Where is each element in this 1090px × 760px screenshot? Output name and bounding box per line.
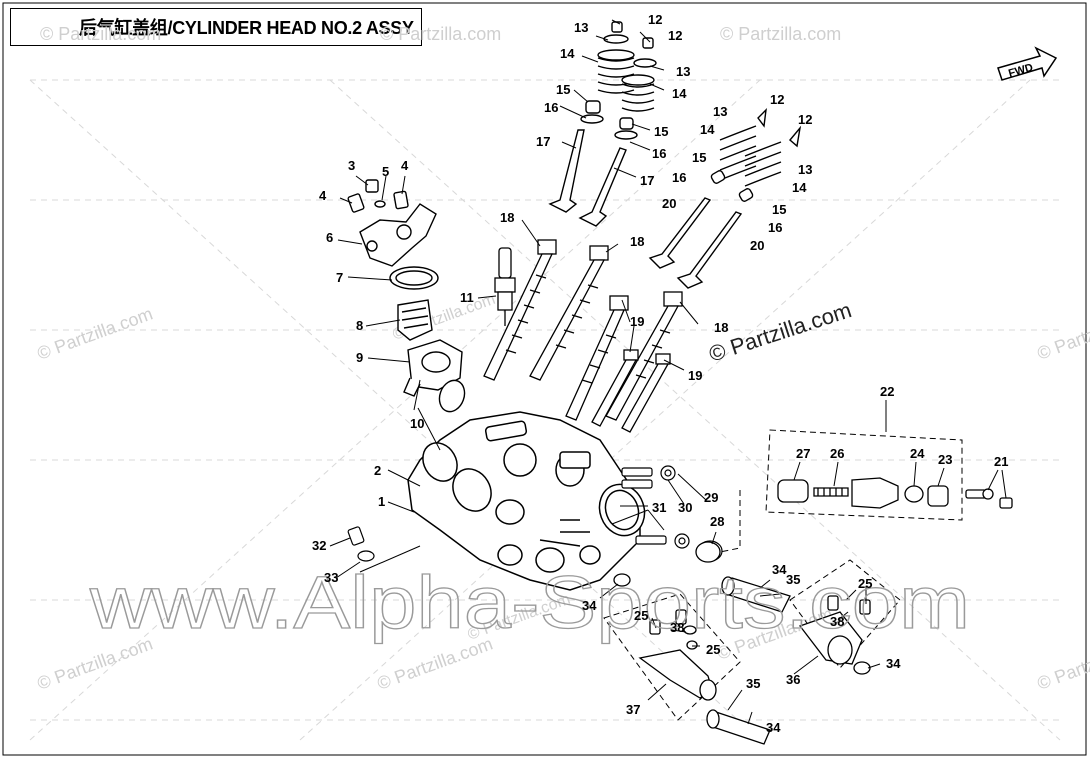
callout-label: 28 bbox=[710, 514, 724, 529]
callout-label: 18 bbox=[714, 320, 728, 335]
callout-label: 25 bbox=[706, 642, 720, 657]
svg-text:© Partzilla.com: © Partzilla.com bbox=[720, 24, 841, 44]
valve-spring-icon bbox=[597, 49, 635, 94]
svg-text:© Partzilla.com: © Partzilla.com bbox=[380, 24, 501, 44]
callout-label: 17 bbox=[536, 134, 550, 149]
callout-label: 15 bbox=[556, 82, 570, 97]
svg-text:© Partzilla.com: © Partzilla.com bbox=[40, 24, 161, 44]
callout-label: 36 bbox=[786, 672, 800, 687]
cylinder-head bbox=[407, 411, 646, 591]
head-bolts bbox=[483, 239, 683, 433]
callout-label: 5 bbox=[382, 164, 389, 179]
callout-label: 16 bbox=[672, 170, 686, 185]
svg-text:© Partzilla.com: © Partzilla.com bbox=[1035, 303, 1090, 363]
callout-label: 12 bbox=[798, 112, 812, 127]
callout-label: 8 bbox=[356, 318, 363, 333]
callout-label: 17 bbox=[640, 173, 654, 188]
diagram-title: 后气缸盖组/CYLINDER HEAD NO.2 ASSY bbox=[10, 8, 422, 46]
callout-label: 37 bbox=[626, 702, 640, 717]
rocker-arms bbox=[613, 573, 871, 745]
callout-label: 14 bbox=[672, 86, 687, 101]
callout-label: 2 bbox=[374, 463, 381, 478]
svg-text:© Partzilla.com: © Partzilla.com bbox=[1035, 633, 1090, 693]
thermostat-group bbox=[347, 179, 466, 413]
callout-label: 18 bbox=[630, 234, 644, 249]
callout-label: 16 bbox=[768, 220, 782, 235]
callout-label: 1 bbox=[378, 494, 385, 509]
callout-label: 14 bbox=[700, 122, 715, 137]
callout-label: 13 bbox=[798, 162, 812, 177]
svg-text:© Partzilla.com: © Partzilla.com bbox=[35, 303, 156, 363]
cam-chain-tensioner bbox=[695, 477, 1013, 563]
callout-label: 15 bbox=[654, 124, 668, 139]
callout-label: 32 bbox=[312, 538, 326, 553]
callout-label: 20 bbox=[662, 196, 676, 211]
callout-label: 13 bbox=[676, 64, 690, 79]
callout-label: 7 bbox=[336, 270, 343, 285]
callout-label: 6 bbox=[326, 230, 333, 245]
callout-label: 34 bbox=[582, 598, 597, 613]
callout-label: 21 bbox=[994, 454, 1008, 469]
leader-lines bbox=[329, 19, 1007, 725]
callout-label: 24 bbox=[910, 446, 925, 461]
callout-label: 31 bbox=[652, 500, 666, 515]
callout-label: 12 bbox=[648, 12, 662, 27]
background-lattice bbox=[29, 79, 1061, 741]
callout-label: 13 bbox=[574, 20, 588, 35]
callout-label: 35 bbox=[746, 676, 760, 691]
valve-train-parts bbox=[548, 21, 802, 289]
callout-label: 34 bbox=[772, 562, 787, 577]
callout-label: 20 bbox=[750, 238, 764, 253]
site-watermark: www.Alpha-Sports.com bbox=[89, 561, 970, 644]
callout-label: 27 bbox=[796, 446, 810, 461]
callout-label: 33 bbox=[324, 570, 338, 585]
callout-label: 4 bbox=[401, 158, 409, 173]
callout-label: 34 bbox=[766, 720, 781, 735]
callout-labels: 1 2 3 4 4 5 6 7 8 9 10 11 12 12 12 12 13… bbox=[312, 12, 1008, 735]
callout-label: 25 bbox=[634, 608, 648, 623]
callout-label: 15 bbox=[772, 202, 786, 217]
callout-label: 16 bbox=[652, 146, 666, 161]
spark-plug-icon bbox=[494, 247, 516, 326]
callout-label: 12 bbox=[668, 28, 682, 43]
callout-label: 12 bbox=[770, 92, 784, 107]
callout-label: 13 bbox=[713, 104, 727, 119]
callout-label: 30 bbox=[678, 500, 692, 515]
callout-label: 14 bbox=[792, 180, 807, 195]
callout-label: 11 bbox=[460, 290, 474, 305]
tensioner-group-box bbox=[719, 429, 963, 553]
callout-label: 15 bbox=[692, 150, 706, 165]
callout-label: 22 bbox=[880, 384, 894, 399]
callout-label: 38 bbox=[830, 614, 844, 629]
callout-label: 19 bbox=[630, 314, 644, 329]
callout-label: 3 bbox=[348, 158, 355, 173]
callout-label: 23 bbox=[938, 452, 952, 467]
callout-label: 10 bbox=[410, 416, 424, 431]
callout-label: 25 bbox=[858, 576, 872, 591]
callout-label: 34 bbox=[886, 656, 901, 671]
callout-label: 19 bbox=[688, 368, 702, 383]
callout-label: 38 bbox=[670, 620, 684, 635]
callout-label: 35 bbox=[786, 572, 800, 587]
callout-label: 14 bbox=[560, 46, 575, 61]
callout-label: 26 bbox=[830, 446, 844, 461]
callout-label: 4 bbox=[319, 188, 327, 203]
callout-label: 29 bbox=[704, 490, 718, 505]
callout-label: 16 bbox=[544, 100, 558, 115]
callout-label: 18 bbox=[500, 210, 514, 225]
callout-label: 9 bbox=[356, 350, 363, 365]
fwd-arrow-icon: FWD bbox=[997, 46, 1058, 81]
